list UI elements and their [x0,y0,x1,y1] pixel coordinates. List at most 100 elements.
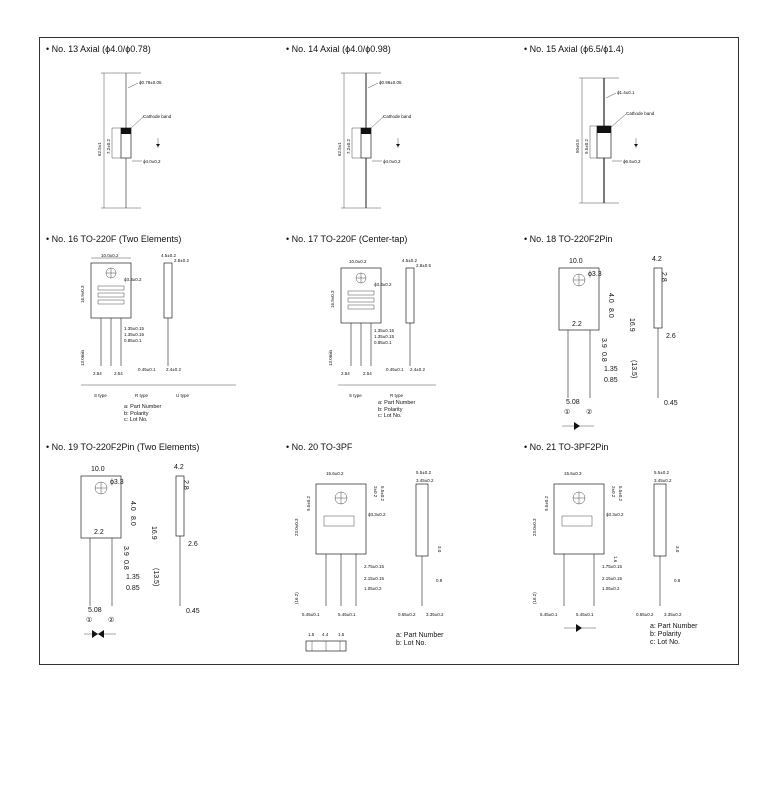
lead-length-label: (16.2) [532,592,537,604]
dim-d1: 0.65±0.2 [636,612,654,617]
side1-label: 2±0.2 [373,486,378,498]
axial-diode-drawing: ϕ0.78±0.05 Cathode band ϕ4.0±0.2 62.5±1 … [97,72,172,209]
lead-dia-label: ϕ0.78±0.05 [139,80,162,85]
height2-label: 9.5±0.2 [306,496,311,511]
pin2-label: ② [586,408,592,416]
dim-p3: 0.85±0.1 [374,340,392,345]
package-no18: • No. 18 TO-220F2Pin 10.0 4.2 2.8 ϕ3.3 4… [524,234,734,439]
legend-item: a: Part Number [650,623,698,630]
dim-d4: 0.8 [436,578,443,583]
package-title: • No. 17 TO-220F (Center-tap) [286,234,408,244]
dim-d2: 8.0 [607,308,614,318]
pitch1-label: 5.45±0.1 [302,612,320,617]
dim-d5: 3.9 [122,546,129,556]
legend-item: c: Lot No. [124,417,148,423]
dim-d2: 3.35±0.2 [426,612,444,617]
thickness-label: 4.2 [652,256,662,263]
dim-d4: 0.8 [674,578,681,583]
pitch2-label: 2.54 [114,371,123,376]
type-s-label: S type [349,393,362,398]
pin1-label: ① [86,616,92,624]
cathode-band [597,126,611,133]
to220f2pin-drawing: 10.0 4.2 2.8 ϕ3.3 4.0 8.0 16.9 2.2 3.9 0… [558,256,678,430]
body-length-label: 7.2±0.2 [346,139,351,154]
band-label: Cathode band [143,114,172,119]
band-label: Cathode band [626,111,655,116]
lead-thk-label: 0.45±0.1 [386,367,404,372]
lead-thk-label: 0.45±0.1 [138,367,156,372]
dim-d7: 1.35 [604,366,618,373]
lead-length-label: 13.0min [80,349,85,366]
thickness2-label: 3.45±0.2 [416,478,434,483]
package-title: • No. 18 TO-220F2Pin [524,234,613,244]
dim-p3: 1.05±0.2 [602,586,620,591]
dim-d7: 1.35 [126,574,140,581]
total-length-label: 62.5±1 [337,142,342,156]
legend-item: b: Polarity [378,406,403,413]
cathode-band [361,128,371,134]
width-label: 10.0 [91,466,105,473]
body-length-label: 9.5±0.2 [584,139,589,154]
legend-item: c: Lot No. [378,413,402,419]
dim-p1: 1.75±0.15 [602,564,622,569]
to3pf2pin-drawing: 15.6±0.3 5.5±0.2 3.45±0.2 ϕ3.3±0.2 23.0±… [532,470,682,632]
height2-label: 9.5±0.2 [544,496,549,511]
package-title: • No. 21 TO-3PF2Pin [524,442,609,452]
type-r-label: R type [390,393,404,398]
top-dim2: 4.4 [322,632,329,637]
body-dia-label: ϕ4.0±0.2 [143,159,161,164]
pitch2-label: 5.45±0.1 [338,612,356,617]
package-no14: • No. 14 Axial (ϕ4.0/ϕ0.98) ϕ0.98±0.05 C… [286,44,516,234]
dim-d6: 0.8 [122,560,129,570]
package-title: • No. 19 TO-220F2Pin (Two Elements) [46,442,200,452]
dim-p2: 1.35±0.15 [124,332,144,337]
dim-d5: 3.9 [600,338,607,348]
legend-item: c: Lot No. [650,639,680,646]
dim-p1: 1.35±0.15 [374,328,394,333]
dim-d11: 2.6 [188,541,198,548]
dim-d12: 0.45 [664,400,678,407]
height-label: 16.9±0.3 [330,290,335,308]
side2-label: 5.5±0.2 [380,486,385,501]
dim-d4: 2.2 [94,529,104,536]
thickness2-label: 2.8 [182,480,189,490]
dim-d2: 3.35±0.2 [664,612,682,617]
dim-d1: 4.0 [607,293,614,303]
legend-item: a: Part Number [396,632,444,639]
axial-diode-drawing: ϕ1.4±0.1 Cathode band ϕ6.5±0.2 50±0.5 9.… [575,77,655,204]
top-dim3: 1.5 [338,632,345,637]
legend: a: Part Number b: Lot No. [396,632,443,648]
legend-item: a: Part Number [378,400,416,406]
pitch1-label: 5.45±0.1 [540,612,558,617]
width-label: 15.6±0.3 [564,471,582,476]
width-label: 10.0±0.2 [349,259,367,264]
total-length-label: 50±0.5 [575,139,580,153]
dim-p2: 1.35±0.15 [374,334,394,339]
thickness-label: 5.5±0.2 [654,470,669,475]
pitch2-label: 2.54 [363,371,372,376]
drawing-sheet: • No. 13 Axial (ϕ4.0/ϕ0.78) ϕ0.78±0.05 C… [39,37,739,665]
legend: a: Part Number b: Polarity c: Lot No. [650,623,697,647]
package-no15: • No. 15 Axial (ϕ6.5/ϕ1.4) ϕ1.4±0.1 Cath… [524,44,734,234]
side1-label: 2±0.2 [611,486,616,498]
to220f-drawing: 10.0±0.2 4.5±0.2 2.8±0.2 ϕ3.3±0.2 16.9±0… [80,253,236,398]
dim-p1: 2.75±0.15 [364,564,384,569]
hole-label: ϕ3.3 [588,271,602,278]
dim-p2: 2.15±0.15 [364,576,384,581]
legend: a: Part Number b: Polarity c: Lot No. [378,400,415,420]
package-title: • No. 13 Axial (ϕ4.0/ϕ0.78) [46,44,151,54]
dim-d2: 8.0 [129,516,136,526]
dim-d12: 0.45 [186,608,200,615]
axial-diode-drawing: ϕ0.98±0.05 Cathode band ϕ4.0±0.2 62.5±1 … [337,72,412,209]
dim-d3: 3.0 [675,546,680,553]
height-label: 23.0±0.3 [294,518,299,536]
cathode-band [121,128,131,134]
dim-d1: 0.65±0.2 [398,612,416,617]
thickness-label: 4.5±0.2 [161,253,176,258]
package-title: • No. 14 Axial (ϕ4.0/ϕ0.98) [286,44,391,54]
top-dim1: 1.5 [308,632,315,637]
thickness2-label: 2.8±0.5 [416,263,431,268]
dim-d11: 2.6 [666,333,676,340]
hole-label: ϕ3.3±0.2 [124,277,142,282]
dim-d3: 3.0 [437,546,442,553]
